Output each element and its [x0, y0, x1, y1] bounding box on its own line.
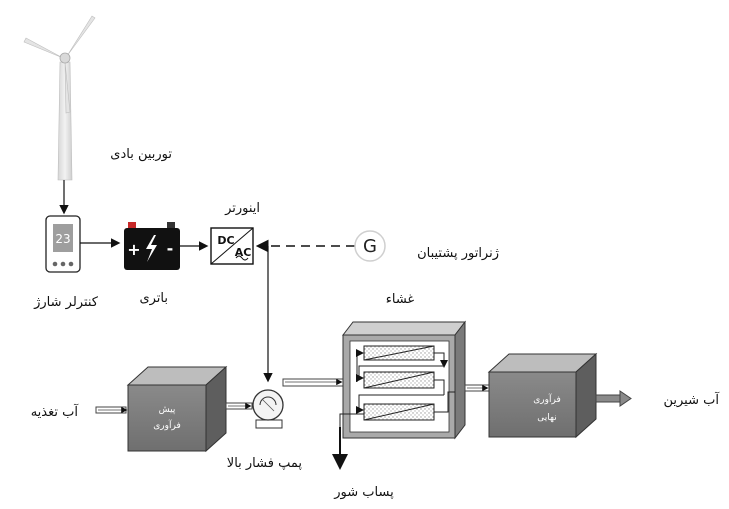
battery-label: باتری	[139, 291, 168, 306]
post-treatment-label-line1: فرآوری	[533, 393, 561, 405]
inverter-ac-label: AC	[235, 246, 252, 259]
generator-symbol: G	[363, 236, 377, 257]
high-pressure-pump-label: پمپ فشار بالا	[227, 456, 303, 471]
membrane-to-posttreatment-pipe	[464, 384, 490, 392]
inverter-icon	[210, 227, 254, 265]
battery-minus-sign: -	[167, 239, 174, 258]
membrane-label: غشاء	[386, 292, 415, 307]
high-pressure-pump-icon	[252, 389, 284, 429]
inverter-label: اینورتر	[224, 201, 260, 216]
wind-turbine-label: توربین بادی	[110, 147, 172, 162]
pretreatment-label-line1: پیش	[159, 405, 176, 415]
fresh-water-label: آب شیرین	[664, 391, 721, 408]
feed-water-label: آب تغذیه	[31, 403, 80, 420]
charge-controller-icon	[45, 215, 81, 273]
controller-display-value: 23	[55, 232, 70, 246]
pretreatment-label-line2: فرآوری	[153, 419, 181, 431]
brine-discharge-label: پساب شور	[333, 485, 394, 500]
fresh-water-outlet-arrow	[595, 390, 632, 407]
battery-plus-sign: +	[127, 240, 140, 259]
pretreatment-to-pump-pipe	[225, 402, 253, 410]
post-treatment-label-line2: نهایی	[537, 413, 556, 423]
inverter-dc-label: DC	[217, 234, 234, 247]
pretreatment-unit	[126, 365, 228, 453]
charge-controller-label: کنترلر شارژ	[33, 295, 99, 310]
feed-water-pipe	[95, 406, 128, 414]
membrane-unit	[339, 320, 467, 440]
pump-to-membrane-pipe	[282, 378, 344, 387]
wind-turbine-icon	[23, 15, 96, 181]
battery-icon	[124, 222, 180, 270]
backup-generator-label: ژنراتور پشتیبان	[417, 246, 499, 261]
backup-generator-icon	[354, 230, 386, 262]
post-treatment-unit	[487, 352, 598, 439]
